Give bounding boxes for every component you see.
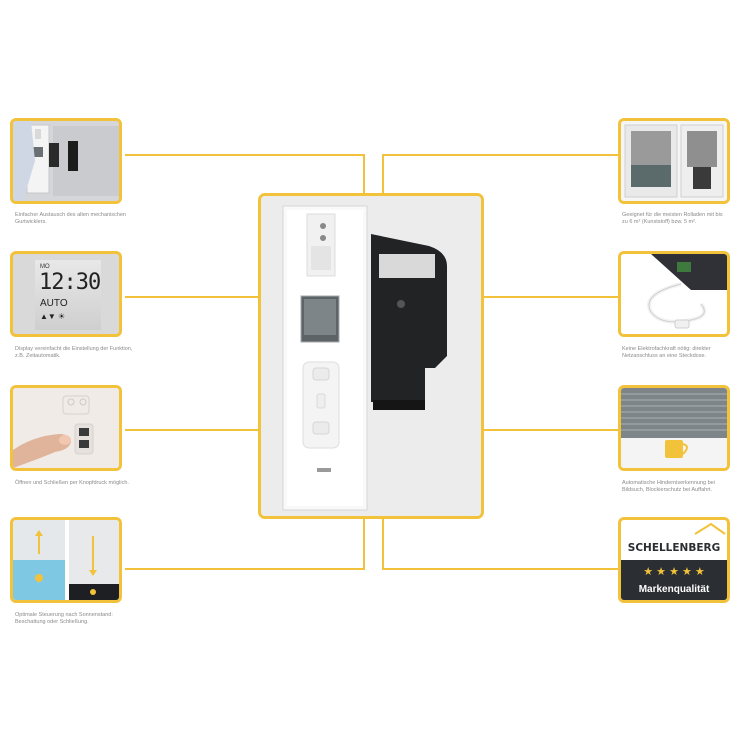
tile-display: MO 12:30 AUTO ▲▼ ☀ <box>10 251 122 337</box>
brand-name: SCHELLENBERG <box>627 542 721 554</box>
tile-obstacle <box>618 385 730 471</box>
obstacle-illustration <box>621 388 727 468</box>
display-screen: MO 12:30 AUTO ▲▼ ☀ <box>35 260 101 330</box>
roof-logo-icon <box>694 522 726 535</box>
connector-right1-h <box>382 154 620 156</box>
tile-button-press <box>10 385 122 471</box>
window-illustration <box>621 121 727 201</box>
connector-right4-h <box>382 568 620 570</box>
sun-control-illustration <box>13 520 119 600</box>
display-mode: AUTO <box>40 298 68 309</box>
connector-left2 <box>125 296 260 298</box>
tile-plug <box>618 251 730 337</box>
caption-left2: Display vereinfacht die Einstellung der … <box>15 346 133 359</box>
caption-right2: Keine Elektrofachkraft nötig: direkter N… <box>622 346 711 359</box>
connector-left3 <box>125 429 260 431</box>
caption-left4: Optimale Steuerung nach Sonnenstand: Bes… <box>15 612 113 625</box>
stars-rating: ★ ★ ★ ★ ★ <box>643 566 705 578</box>
tile-sun-control <box>10 517 122 603</box>
connector-right2 <box>484 296 620 298</box>
connector-right1-v <box>382 154 384 194</box>
display-day-tag: MO <box>40 264 50 270</box>
product-image <box>258 193 484 519</box>
display-icons: ▲▼ ☀ <box>40 312 66 321</box>
installation-illustration <box>13 121 119 201</box>
tile-window <box>618 118 730 204</box>
tile-installation <box>10 118 122 204</box>
connector-left4-v <box>363 518 365 570</box>
button-press-illustration <box>13 388 119 468</box>
connector-left4-h <box>125 568 365 570</box>
plug-illustration <box>621 254 727 334</box>
connector-left1-h <box>125 154 365 156</box>
caption-right3: Automatische Hinderniserkennung bei Bild… <box>622 480 715 493</box>
brand-quality-band: ★ ★ ★ ★ ★ Markenqualität <box>621 560 727 600</box>
caption-left3: Öffnen und Schließen per Knopfdruck mögl… <box>15 480 129 486</box>
display-clock: 12:30 <box>39 270 101 295</box>
caption-right1: Geeignet für die meisten Rolladen mit bi… <box>622 212 723 225</box>
roller-shutter-motor-illustration <box>261 196 481 516</box>
quality-label: Markenqualität <box>638 584 710 595</box>
connector-left1-v <box>363 154 365 194</box>
brand-seal: SCHELLENBERG ★ ★ ★ ★ ★ Markenqualität <box>618 517 730 603</box>
connector-right3 <box>484 429 620 431</box>
caption-left1: Einfacher Austausch des alten mechanisch… <box>15 212 126 225</box>
connector-right4-v <box>382 518 384 570</box>
